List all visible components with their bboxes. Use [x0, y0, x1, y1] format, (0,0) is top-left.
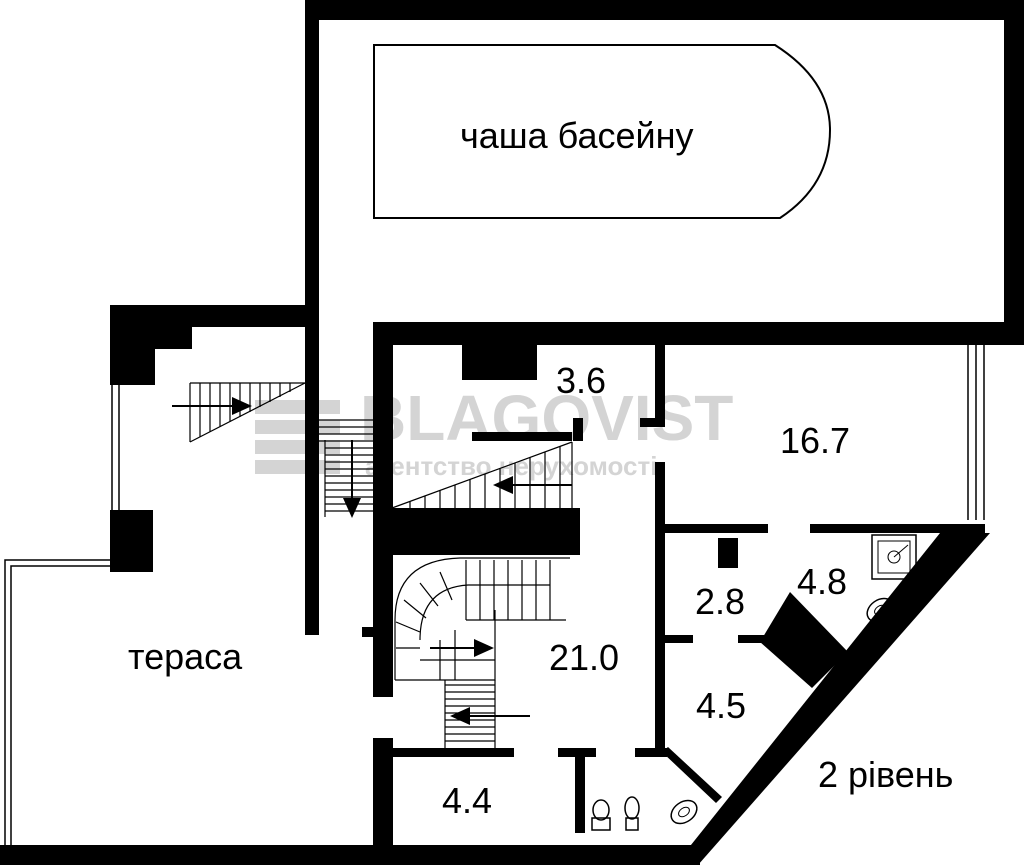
pool-basin: [373, 44, 832, 219]
arrow-spiral-icon: [430, 639, 494, 657]
sink-icon: [866, 597, 894, 623]
room-area-4-4: 4.4: [442, 780, 492, 821]
pool-walls: [305, 0, 1024, 635]
terrace-walls: [0, 305, 700, 865]
room-area-4-8: 4.8: [797, 561, 847, 602]
watermark: BLAGOVIST агентство нерухомості: [255, 382, 733, 481]
window: [967, 345, 985, 520]
sink-lower-icon: [670, 799, 698, 825]
arrow-right-icon: [172, 397, 252, 415]
arrow-lower-left-icon: [450, 707, 530, 725]
watermark-tagline: агентство нерухомості: [365, 451, 657, 481]
interior-walls: [362, 322, 990, 865]
spiral-staircase: [394, 557, 570, 681]
staircase-lower: [444, 680, 496, 748]
room-area-3-6: 3.6: [556, 360, 606, 401]
watermark-brand: BLAGOVIST: [360, 382, 733, 454]
staircase-terrace: [189, 382, 306, 443]
pool-label: чаша басейну: [460, 115, 694, 156]
terrace-outline: [4, 380, 120, 865]
room-area-4-5: 4.5: [696, 685, 746, 726]
terrace-label: тераса: [128, 636, 243, 677]
room-area-16-7: 16.7: [780, 420, 850, 461]
bidet-icon: [591, 799, 611, 831]
room-area-2-8: 2.8: [695, 581, 745, 622]
arrow-down-icon: [343, 440, 361, 518]
level-label: 2 рівень: [818, 754, 953, 795]
shower-icon: [871, 534, 917, 580]
room-area-21-0: 21.0: [549, 637, 619, 678]
arrow-left-icon: [493, 476, 572, 494]
watermark-logo-icon: [255, 400, 340, 474]
toilet-icon: [624, 796, 640, 831]
